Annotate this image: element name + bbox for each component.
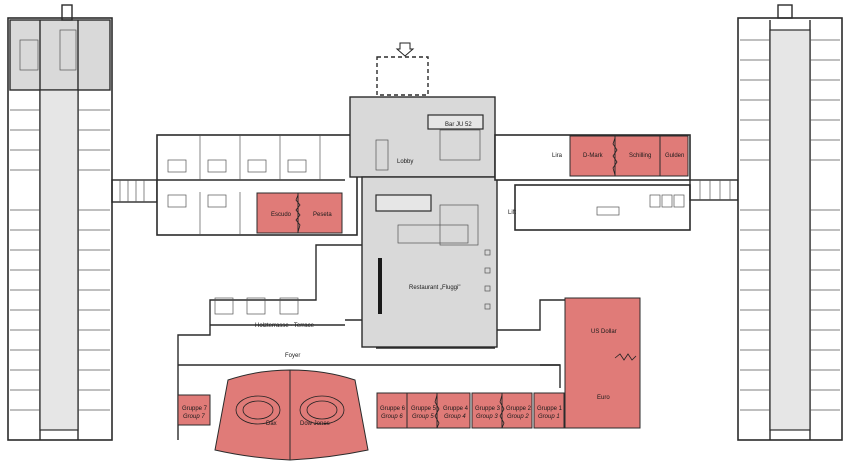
label-usdollar: US Dollar bbox=[591, 329, 617, 335]
room-peseta bbox=[297, 192, 343, 234]
room-gulden bbox=[659, 135, 689, 177]
label-dmark: D-Mark bbox=[583, 153, 604, 159]
label-schilling: Schilling bbox=[629, 153, 651, 159]
central-core bbox=[349, 56, 498, 349]
room-schilling bbox=[614, 135, 661, 177]
room-dmark bbox=[569, 135, 616, 177]
label-group4: Group 4 bbox=[444, 414, 466, 420]
label-gruppe5: Gruppe 5 bbox=[411, 406, 437, 412]
label-peseta: Peseta bbox=[313, 212, 332, 218]
label-group6: Group 6 bbox=[381, 414, 403, 420]
label-gruppe1: Gruppe 1 bbox=[537, 406, 563, 412]
room-usdollar-euro bbox=[564, 297, 641, 429]
label-dowjones: Dow Jones bbox=[300, 421, 330, 427]
label-foyer: Foyer bbox=[285, 353, 300, 359]
left-wing bbox=[7, 4, 113, 441]
label-restaurant: Restaurant „Fluggi" bbox=[409, 285, 461, 291]
label-escudo: Escudo bbox=[271, 212, 292, 218]
label-group7: Group 7 bbox=[183, 414, 205, 420]
room-dowjones bbox=[289, 369, 369, 461]
room-gruppe7 bbox=[177, 394, 211, 426]
label-group1: Group 1 bbox=[538, 414, 560, 420]
room-escudo bbox=[256, 192, 299, 234]
label-gruppe6: Gruppe 6 bbox=[380, 406, 406, 412]
right-wing bbox=[737, 4, 843, 441]
labels: Lobby Bar JU 52 Restaurant „Fluggi" Holz… bbox=[182, 122, 684, 427]
label-lobby: Lobby bbox=[397, 159, 413, 165]
west-block bbox=[156, 134, 358, 236]
label-euro: Euro bbox=[597, 395, 610, 401]
label-gruppe3: Gruppe 3 bbox=[475, 406, 501, 412]
label-terrace: Holzterrasse · Terrace bbox=[255, 323, 315, 329]
arrow-down-icon bbox=[395, 42, 415, 57]
label-group5: Group 5 bbox=[412, 414, 434, 420]
label-dax: Dax bbox=[266, 421, 277, 427]
label-group2: Group 2 bbox=[507, 414, 529, 420]
label-lift: Lift bbox=[508, 210, 516, 216]
right-corridor bbox=[689, 179, 739, 201]
left-corridor bbox=[111, 179, 158, 203]
label-gruppe2: Gruppe 2 bbox=[506, 406, 532, 412]
label-gulden: Gulden bbox=[665, 153, 684, 159]
room-gruppe1 bbox=[533, 392, 565, 429]
south-block bbox=[177, 244, 641, 461]
room-gruppe6 bbox=[376, 392, 408, 429]
label-bar: Bar JU 52 bbox=[445, 122, 472, 128]
label-lira: Lira bbox=[552, 153, 563, 159]
east-block bbox=[494, 134, 691, 231]
label-gruppe7: Gruppe 7 bbox=[182, 406, 208, 412]
label-group3: Group 3 bbox=[476, 414, 498, 420]
label-gruppe4: Gruppe 4 bbox=[443, 406, 469, 412]
room-gruppe4 bbox=[436, 392, 471, 429]
room-gruppe2 bbox=[501, 392, 533, 429]
